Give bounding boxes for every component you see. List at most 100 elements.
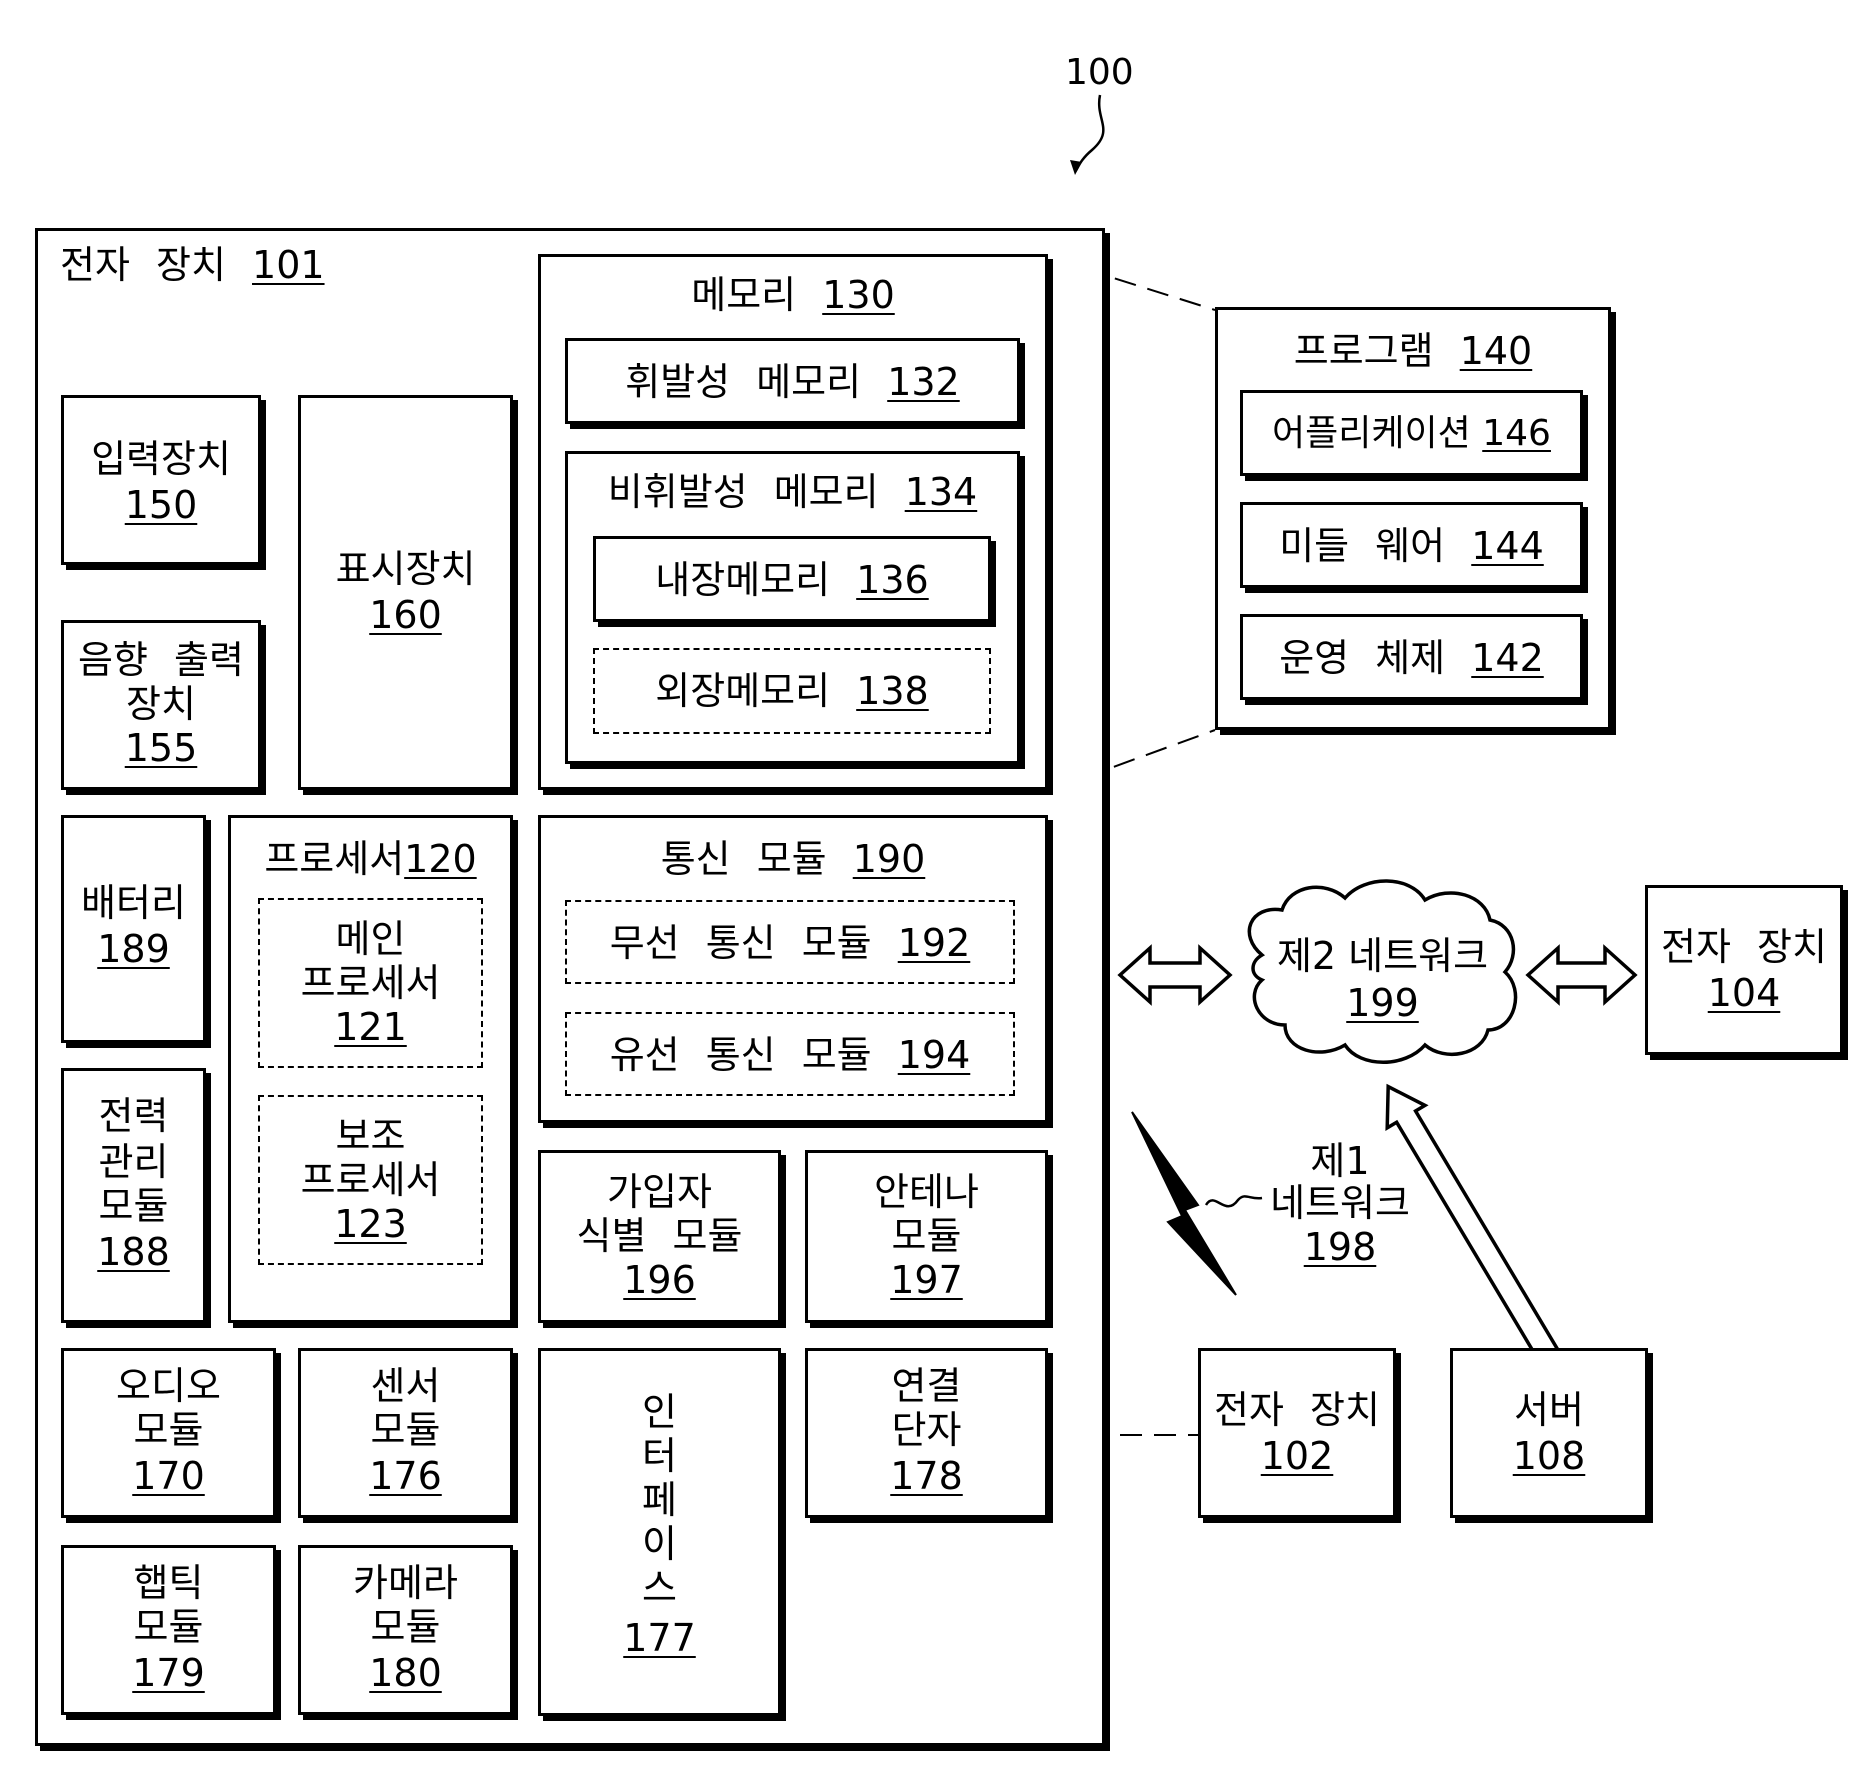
aux-processor-123: 보조 프로세서 123 <box>258 1095 483 1265</box>
wireless-label: 무선 통신 모듈 192 <box>567 920 1013 966</box>
camera-line1: 카메라 <box>301 1560 510 1606</box>
interface-char-5: 스 <box>541 1565 778 1611</box>
device104-number: 104 <box>1708 971 1781 1015</box>
device-101-number: 101 <box>252 243 325 287</box>
audio-module-170: 오디오 모듈 170 <box>61 1348 276 1518</box>
connector-number: 178 <box>890 1454 963 1498</box>
main-processor-121: 메인 프로세서 121 <box>258 898 483 1068</box>
memory-title: 메모리 <box>691 273 796 317</box>
server-number: 108 <box>1513 1434 1586 1478</box>
os-title: 운영 체제 <box>1279 636 1445 680</box>
sound-number: 155 <box>125 726 198 770</box>
processor-number: 120 <box>404 837 477 881</box>
double-arrow-right <box>1528 948 1635 1002</box>
memory-label: 메모리 130 <box>541 272 1045 318</box>
device-101-title: 전자 장치 <box>60 243 226 287</box>
application-title: 어플리케이션 <box>1272 413 1471 454</box>
application-146: 어플리케이션 146 <box>1240 390 1583 476</box>
wireless-title: 무선 통신 모듈 <box>610 921 872 965</box>
sound-line2: 장치 <box>64 681 258 727</box>
camera-line2: 모듈 <box>301 1604 510 1650</box>
application-label: 어플리케이션 146 <box>1243 411 1580 457</box>
wired-number: 194 <box>898 1033 971 1077</box>
sim-line1: 가입자 <box>541 1169 778 1215</box>
audio-number: 170 <box>132 1454 205 1498</box>
antenna-number: 197 <box>890 1258 963 1302</box>
middleware-label: 미들 웨어 144 <box>1243 523 1580 569</box>
comm-number: 190 <box>853 837 926 881</box>
internal-memory-136: 내장메모리 136 <box>593 536 991 622</box>
connection-terminal-178: 연결 단자 178 <box>805 1348 1048 1518</box>
nonvolatile-title: 비휘발성 메모리 <box>608 470 879 514</box>
internal-title: 내장메모리 <box>655 558 830 602</box>
os-number: 142 <box>1471 636 1544 680</box>
electronic-device-102: 전자 장치 102 <box>1198 1348 1396 1518</box>
sensor-line2: 모듈 <box>301 1407 510 1453</box>
middleware-title: 미들 웨어 <box>1279 524 1445 568</box>
sensor-line1: 센서 <box>301 1363 510 1409</box>
program-title: 프로그램 <box>1294 329 1434 373</box>
program-number: 140 <box>1460 329 1533 373</box>
nonvolatile-label: 비휘발성 메모리 134 <box>568 469 1017 515</box>
interface-char-3: 페 <box>541 1477 778 1523</box>
sim-line2: 식별 모듈 <box>541 1213 778 1259</box>
electronic-device-104: 전자 장치 104 <box>1645 885 1843 1055</box>
internal-number: 136 <box>856 558 929 602</box>
operating-system-142: 운영 체제 142 <box>1240 614 1583 700</box>
audio-line2: 모듈 <box>64 1407 273 1453</box>
server-108: 서버 108 <box>1450 1348 1648 1518</box>
main-proc-line1: 메인 <box>260 916 481 962</box>
os-label: 운영 체제 142 <box>1243 635 1580 681</box>
middleware-144: 미들 웨어 144 <box>1240 502 1583 588</box>
interface-char-2: 터 <box>541 1433 778 1479</box>
battery-title: 배터리 <box>64 880 203 926</box>
nonvolatile-number: 134 <box>905 470 978 514</box>
volatile-title: 휘발성 메모리 <box>625 360 861 404</box>
network1-leader <box>1206 1196 1262 1206</box>
processor-title: 프로세서 <box>264 837 404 881</box>
input-title: 입력장치 <box>64 436 258 482</box>
main-proc-line2: 프로세서 <box>260 960 481 1006</box>
battery-number: 189 <box>97 927 170 971</box>
wireless-comm-module-192: 무선 통신 모듈 192 <box>565 900 1015 984</box>
network2-title: 제2 네트워크 <box>1265 933 1500 979</box>
volatile-memory-132: 휘발성 메모리 132 <box>565 338 1020 424</box>
processor-label: 프로세서120 <box>231 836 510 882</box>
haptic-number: 179 <box>132 1651 205 1695</box>
wireless-number: 192 <box>898 921 971 965</box>
device102-number: 102 <box>1261 1434 1334 1478</box>
camera-module-180: 카메라 모듈 180 <box>298 1545 513 1715</box>
aux-proc-line1: 보조 <box>260 1113 481 1159</box>
haptic-line2: 모듈 <box>64 1604 273 1650</box>
sound-output-155: 음향 출력 장치 155 <box>61 620 261 790</box>
subscriber-id-module-196: 가입자 식별 모듈 196 <box>538 1150 781 1323</box>
reference-leader-arrowhead <box>1070 160 1082 175</box>
battery-189: 배터리 189 <box>61 815 206 1043</box>
antenna-line2: 모듈 <box>808 1213 1045 1259</box>
audio-line1: 오디오 <box>64 1363 273 1409</box>
memory-number: 130 <box>822 273 895 317</box>
network1-line2: 네트워크 <box>1255 1180 1425 1226</box>
haptic-line1: 햅틱 <box>64 1560 273 1606</box>
antenna-module-197: 안테나 모듈 197 <box>805 1150 1048 1323</box>
comm-label: 통신 모듈 190 <box>541 836 1045 882</box>
input-device-150: 입력장치 150 <box>61 395 261 565</box>
power-line2: 관리 <box>64 1139 203 1185</box>
interface-number: 177 <box>623 1616 696 1660</box>
sensor-number: 176 <box>369 1454 442 1498</box>
haptic-module-179: 햅틱 모듈 179 <box>61 1545 276 1715</box>
sound-line1: 음향 출력 <box>64 637 258 683</box>
program-label: 프로그램 140 <box>1218 328 1608 374</box>
network2-number: 199 <box>1346 981 1419 1025</box>
application-number: 146 <box>1482 413 1551 454</box>
camera-number: 180 <box>369 1651 442 1695</box>
middleware-number: 144 <box>1471 524 1544 568</box>
device102-title: 전자 장치 <box>1201 1387 1393 1433</box>
wired-label: 유선 통신 모듈 194 <box>567 1032 1013 1078</box>
antenna-line1: 안테나 <box>808 1169 1045 1215</box>
double-arrow-left <box>1120 948 1230 1002</box>
external-memory-138: 외장메모리 138 <box>593 648 991 734</box>
figure-reference: 100 <box>1065 50 1134 96</box>
volatile-label: 휘발성 메모리 132 <box>568 359 1017 405</box>
